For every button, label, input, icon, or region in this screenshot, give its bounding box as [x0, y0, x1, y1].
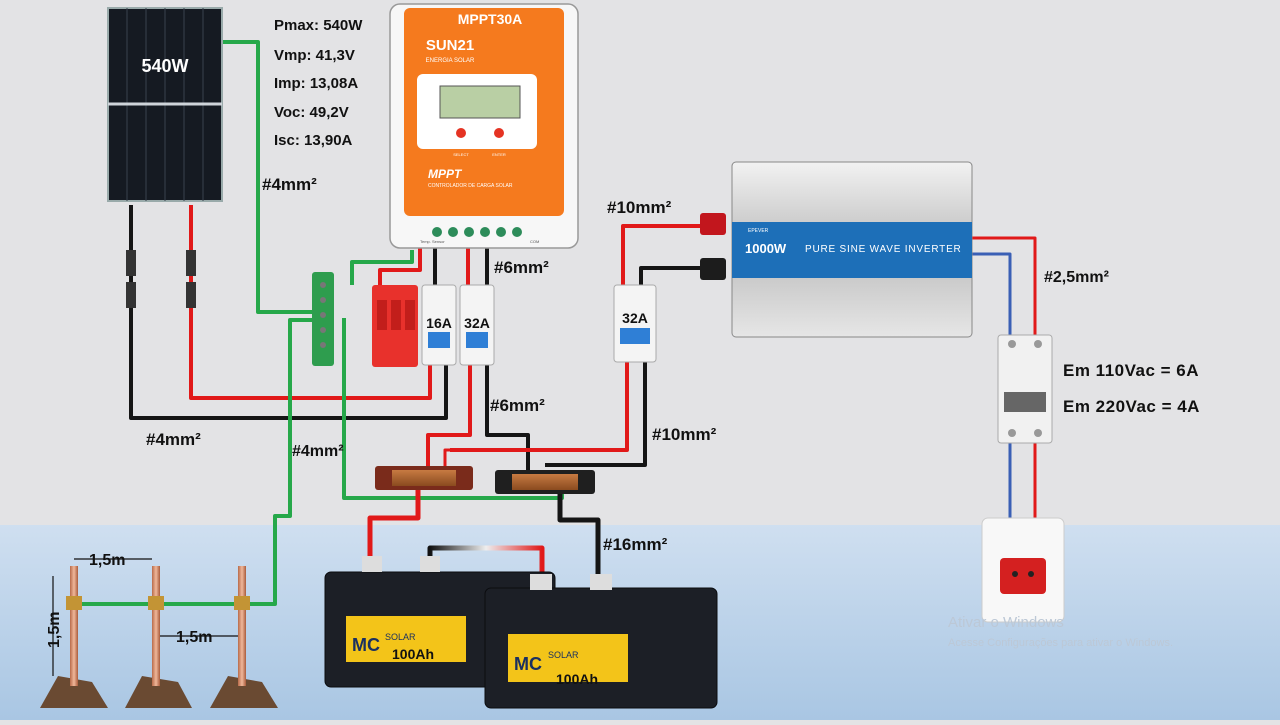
ac-breaker-notes: Em 110Vac = 6A Em 220Vac = 4A [1063, 361, 1200, 416]
charge-controller: MPPT30A SUN21 ENERGIA SOLAR SELECT ENTER… [389, 3, 579, 249]
wire-label: #2,5mm² [1044, 269, 1109, 286]
inverter-power: 1000W [745, 241, 787, 256]
svg-text:SOLAR: SOLAR [385, 632, 416, 642]
lcd-display [439, 85, 521, 119]
solar-panel: 540W [107, 7, 223, 308]
wire-label: #4mm² [262, 175, 317, 194]
svg-text:Acesse Configurações para ativ: Acesse Configurações para ativar o Windo… [948, 637, 1173, 649]
panel-power-label: 540W [141, 56, 188, 76]
breaker-pv: 16A [421, 284, 457, 366]
controller-brand: SUN21 [426, 37, 474, 54]
wire-label: #4mm² [146, 430, 201, 449]
svg-text:32A: 32A [622, 310, 648, 326]
svg-text:Pmax: 540W: Pmax: 540W [274, 17, 363, 34]
svg-text:SELECT: SELECT [453, 152, 469, 157]
inverter-desc: PURE SINE WAVE INVERTER [805, 244, 962, 255]
dimension-label: 1,5m [46, 612, 63, 648]
svg-text:Em 220Vac = 4A: Em 220Vac = 4A [1063, 397, 1200, 416]
ground-rod [238, 566, 246, 686]
svg-text:EPEVER: EPEVER [748, 228, 769, 234]
positive-busbar [375, 466, 473, 490]
select-button-icon [456, 128, 466, 138]
dimension-label: 1,5m [176, 629, 212, 646]
inverter-negative-wire [545, 362, 647, 467]
svg-text:Temp. Sensor: Temp. Sensor [420, 239, 445, 244]
svg-text:CONTROLADOR DE CARGA SOLAR: CONTROLADOR DE CARGA SOLAR [428, 183, 513, 189]
battery-terminal-icon [530, 574, 552, 590]
battery-2: MC SOLAR 100Ah [484, 574, 718, 709]
enter-button-icon [494, 128, 504, 138]
ground-busbar [312, 272, 334, 366]
wire-label: #10mm² [652, 425, 717, 444]
positive-terminal-icon [700, 213, 726, 235]
svg-text:MC: MC [514, 654, 542, 674]
ac-neutral-wire [970, 252, 1012, 340]
panel-specs: Pmax: 540W Vmp: 41,3V Imp: 13,08A Voc: 4… [274, 17, 363, 149]
surge-protector [372, 285, 418, 367]
svg-text:Ativar o Windows: Ativar o Windows [948, 614, 1064, 631]
wire-label: #4mm² [292, 443, 344, 460]
wire-label: #6mm² [490, 396, 545, 415]
terminal-block [432, 227, 522, 237]
ground-rod [70, 566, 78, 686]
ac-phase-wire [970, 236, 1037, 340]
activation-watermark: Ativar o Windows Acesse Configurações pa… [948, 614, 1173, 649]
svg-text:32A: 32A [464, 315, 490, 331]
rod-clamp-icon [234, 596, 250, 610]
grounding-rods [40, 558, 278, 708]
wire-label: #16mm² [603, 535, 668, 554]
wire-label: #10mm² [607, 198, 672, 217]
battery-terminal-icon [420, 556, 440, 572]
ground-rod [152, 566, 160, 686]
negative-terminal-icon [700, 258, 726, 280]
svg-text:SOLAR: SOLAR [548, 650, 579, 660]
battery-terminal-icon [590, 574, 612, 590]
wire-label: #6mm² [494, 258, 549, 277]
negative-busbar [495, 470, 595, 494]
breaker-inverter: 32A [613, 284, 657, 363]
breaker-battery: 32A [459, 284, 495, 366]
controller-model: MPPT30A [458, 11, 523, 27]
rod-clamp-icon [66, 596, 82, 610]
svg-text:Isc: 13,90A: Isc: 13,90A [274, 132, 353, 149]
inverter-positive-wire [450, 362, 629, 452]
panel-ground-wire [222, 40, 320, 314]
inverter: 1000W PURE SINE WAVE INVERTER EPEVER [700, 161, 973, 338]
wire-labels: #4mm² #4mm² #4mm² #6mm² #6mm² #10mm² #10… [46, 175, 1109, 648]
battery-terminal-icon [362, 556, 382, 572]
svg-text:ENERGIA SOLAR: ENERGIA SOLAR [426, 58, 475, 64]
controller-type: MPPT [428, 167, 463, 181]
mc4-connector-icon [186, 250, 196, 276]
svg-text:COM: COM [530, 239, 539, 244]
ac-breaker [997, 334, 1053, 444]
svg-text:16A: 16A [426, 315, 452, 331]
battery-capacity: 100Ah [392, 646, 434, 662]
svg-text:Em 110Vac = 6A: Em 110Vac = 6A [1063, 361, 1199, 380]
svg-text:ENTER: ENTER [492, 152, 506, 157]
svg-text:Voc: 49,2V: Voc: 49,2V [274, 104, 349, 121]
mc4-connector-icon [126, 250, 136, 276]
svg-text:MC: MC [352, 635, 380, 655]
battery-capacity: 100Ah [556, 671, 598, 687]
dimension-label: 1,5m [89, 552, 125, 569]
rod-clamp-icon [148, 596, 164, 610]
svg-text:Vmp: 41,3V: Vmp: 41,3V [274, 47, 355, 64]
svg-text:Imp: 13,08A: Imp: 13,08A [274, 75, 358, 92]
wall-outlet [981, 517, 1065, 623]
